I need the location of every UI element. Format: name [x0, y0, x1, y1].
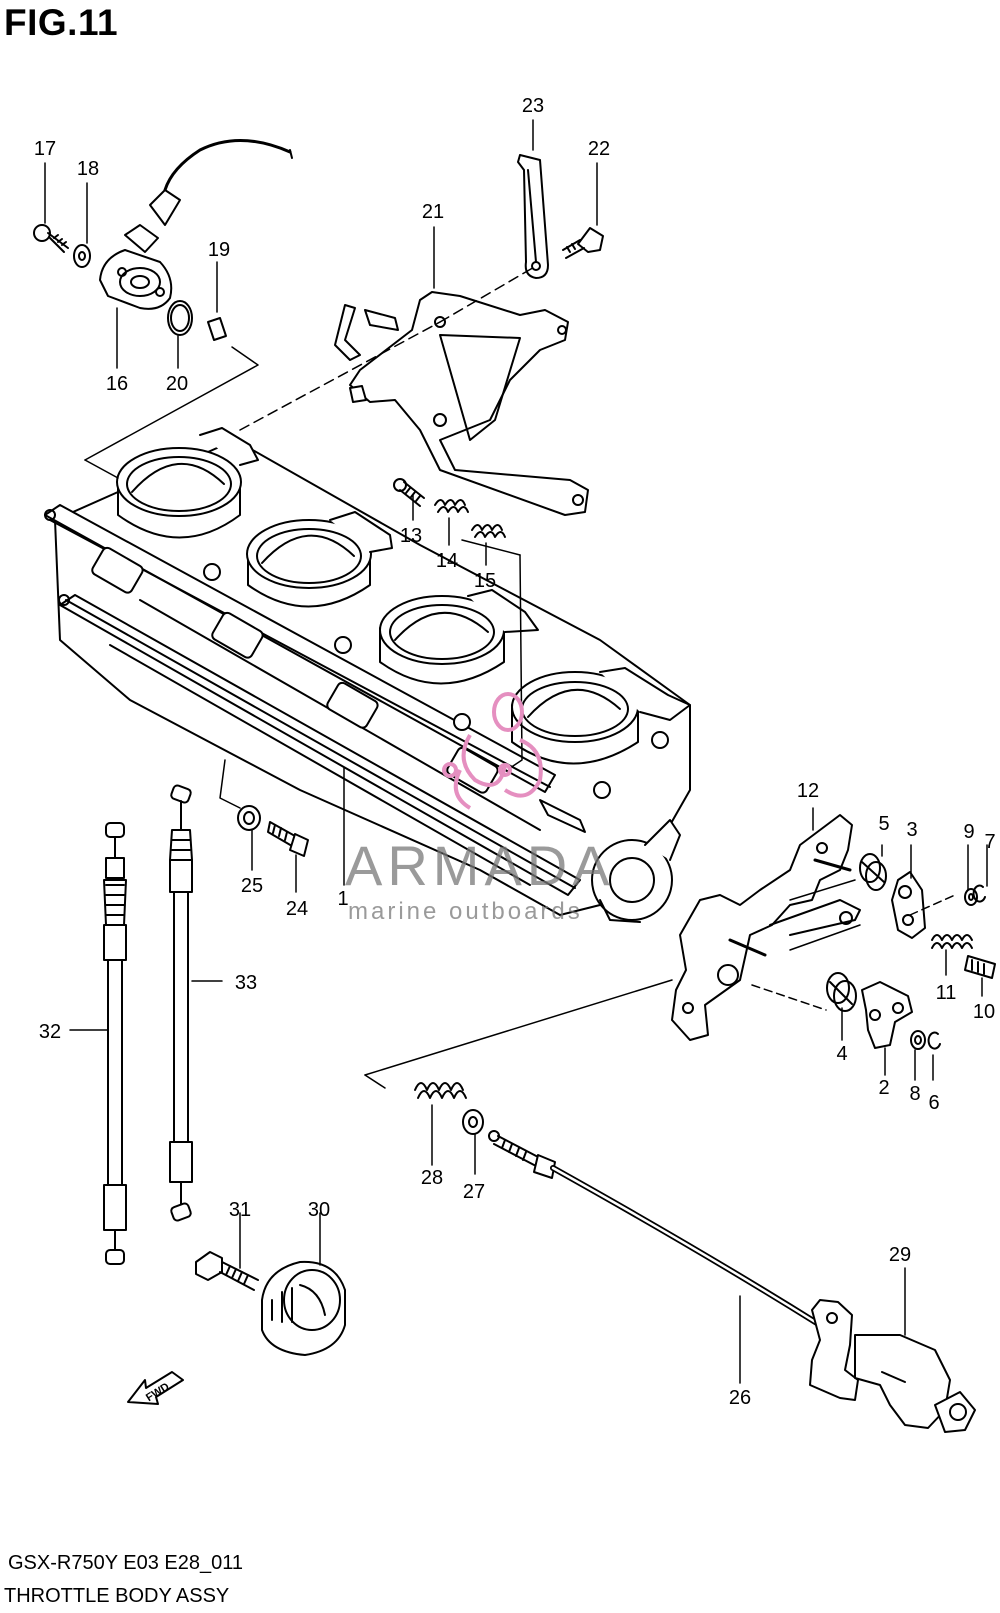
guide-lines — [84, 265, 956, 1089]
throttle-bore-3 — [379, 589, 539, 685]
callout-23: 23 — [522, 95, 544, 117]
bolt-24 — [267, 821, 309, 857]
washer-18 — [73, 244, 91, 268]
model-code: GSX-R750Y E03 E28_011 — [8, 1552, 243, 1574]
callout-28: 28 — [421, 1167, 443, 1189]
callout-12: 12 — [797, 780, 819, 802]
watermark-logo — [442, 692, 543, 810]
bracket-29 — [809, 1299, 976, 1433]
callout-14: 14 — [436, 550, 458, 572]
screw-17 — [33, 224, 69, 253]
throttle-bore-2 — [246, 511, 393, 608]
clip-6 — [927, 1031, 941, 1050]
throttle-position-sensor — [99, 139, 293, 310]
callout-labels: 1 2 3 4 5 6 7 8 9 10 11 12 13 14 15 16 1… — [34, 95, 996, 1409]
callout-19: 19 — [208, 239, 230, 261]
callout-2: 2 — [878, 1077, 889, 1099]
throttle-cable-33 — [169, 784, 193, 1222]
throttle-pulley — [591, 819, 681, 923]
callout-1: 1 — [337, 888, 348, 910]
spring-11 — [931, 934, 973, 949]
callout-13: 13 — [400, 525, 422, 547]
lever-3 — [891, 871, 926, 939]
callout-25: 25 — [241, 875, 263, 897]
callout-30: 30 — [308, 1199, 330, 1221]
throttle-bore-4 — [511, 667, 691, 765]
screw-13 — [393, 478, 425, 507]
watermark-tagline: marine outboards — [348, 898, 583, 925]
callout-8: 8 — [909, 1083, 920, 1105]
bolt-31 — [195, 1251, 259, 1291]
leader-lines — [44, 119, 988, 1384]
callout-31: 31 — [229, 1199, 251, 1221]
bolt-22 — [562, 227, 604, 259]
callout-9: 9 — [963, 821, 974, 843]
watermark-brand: ARMADA — [345, 834, 615, 897]
callout-29: 29 — [889, 1244, 911, 1266]
o-ring-20 — [167, 300, 193, 336]
clip-19 — [207, 317, 227, 341]
callout-22: 22 — [588, 138, 610, 160]
washer-8 — [910, 1030, 926, 1050]
fwd-arrow — [127, 1371, 184, 1405]
callout-11: 11 — [936, 982, 957, 1004]
idle-knob-30 — [261, 1260, 346, 1356]
spring-15 — [471, 524, 506, 538]
spring-4 — [826, 972, 857, 1012]
callout-3: 3 — [906, 819, 917, 841]
callout-15: 15 — [474, 570, 496, 592]
spring-28 — [414, 1082, 467, 1099]
figure-title: FIG.11 — [4, 2, 119, 43]
callout-18: 18 — [77, 158, 99, 180]
callout-4: 4 — [836, 1043, 847, 1065]
washer-27 — [462, 1109, 484, 1135]
washer-25 — [237, 805, 261, 831]
screw-10 — [964, 955, 996, 979]
callout-17: 17 — [34, 138, 56, 160]
washer-9 — [964, 888, 978, 906]
throttle-body-assembly — [44, 427, 691, 923]
callout-27: 27 — [463, 1181, 485, 1203]
bracket-21 — [334, 291, 589, 516]
lever-2 — [861, 981, 913, 1049]
assembly-name: THROTTLE BODY ASSY — [4, 1585, 230, 1607]
throttle-bore-1 — [116, 427, 259, 539]
callout-6: 6 — [928, 1092, 939, 1114]
callout-20: 20 — [166, 373, 188, 395]
clamp-23 — [517, 154, 549, 279]
link-plate-12 — [671, 814, 861, 1041]
callout-32: 32 — [39, 1021, 61, 1043]
cable-26 — [488, 1130, 823, 1328]
callout-5: 5 — [878, 813, 889, 835]
clip-7 — [972, 884, 986, 903]
callout-24: 24 — [286, 898, 308, 920]
spring-5 — [859, 853, 887, 891]
callout-21: 21 — [422, 201, 444, 223]
callout-10: 10 — [973, 1001, 995, 1023]
callout-16: 16 — [106, 373, 128, 395]
callout-7: 7 — [984, 831, 995, 853]
callout-33: 33 — [235, 972, 257, 994]
throttle-cable-32 — [103, 822, 127, 1265]
spring-14 — [434, 499, 469, 513]
callout-26: 26 — [729, 1387, 751, 1409]
